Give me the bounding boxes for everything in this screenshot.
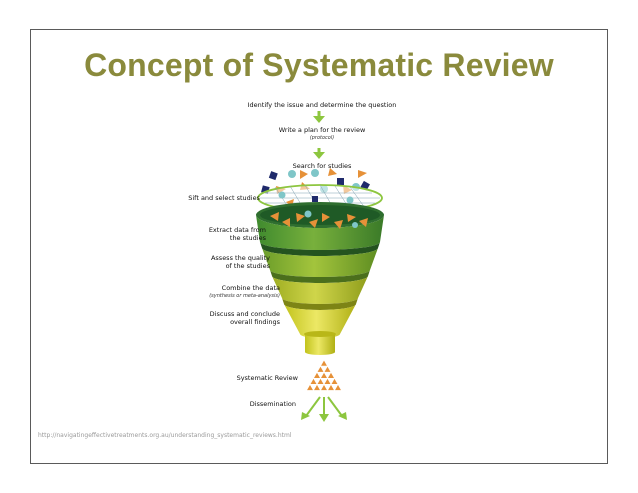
pyramid-triangle [326, 371, 336, 379]
step-plan-label: Write a plan for the review (protocol) [279, 126, 366, 142]
step-discuss-line2: overall findings [230, 318, 280, 326]
pyramid-triangle [319, 371, 329, 379]
step-plan-sub: (protocol) [309, 135, 335, 141]
step-search-label: Search for studies [292, 162, 352, 170]
step-extract-label: Extract data from the studies [186, 226, 266, 242]
step-dissemination-label: Dissemination [249, 400, 296, 408]
step-extract-line2: the studies [229, 234, 266, 242]
step-assess-line1: Assess the quality [210, 254, 270, 262]
step-combine-label: Combine the data (synthesis or meta-anal… [176, 284, 280, 300]
slide-title: Concept of Systematic Review [84, 47, 554, 83]
pyramid-triangle [316, 377, 325, 385]
pyramid-triangle [305, 383, 315, 391]
pyramid-triangle [312, 371, 322, 379]
step-discuss-label: Discuss and conclude overall findings [196, 310, 280, 326]
step-combine-text: Combine the data [221, 284, 280, 292]
step-systematic-review-label: Systematic Review [236, 374, 298, 382]
pyramid-triangle [330, 377, 339, 385]
pyramid-triangle [309, 377, 318, 385]
pyramid-triangle [333, 383, 343, 391]
step-assess-label: Assess the quality of the studies [190, 254, 270, 270]
filtered-studies-icon [270, 210, 368, 229]
step-sift-label: Sift and select studies [188, 194, 260, 202]
step-assess-line2: of the studies [225, 262, 270, 270]
step-combine-sub: (synthesis or meta-analysis) [209, 293, 280, 299]
pyramid-triangle [319, 383, 329, 391]
pyramid-triangle [316, 365, 325, 373]
arrow-down-icon [313, 111, 325, 123]
pyramid-triangle [323, 365, 332, 373]
pyramid-triangle [326, 383, 336, 391]
pyramid-triangle [323, 377, 332, 385]
step-extract-line1: Extract data from [208, 226, 266, 234]
dissemination-arrows-icon [301, 396, 347, 422]
step-identify-label: Identify the issue and determine the que… [247, 101, 397, 109]
systematic-review-pyramid-icon [305, 359, 343, 391]
pyramid-triangle [319, 359, 329, 367]
source-link[interactable]: http://navigatingeffectivetreatments.org… [38, 432, 292, 439]
arrow-down-icon [313, 148, 325, 159]
step-discuss-line1: Discuss and conclude [209, 310, 280, 318]
step-plan-text: Write a plan for the review [278, 126, 366, 134]
pyramid-triangle [312, 383, 322, 391]
